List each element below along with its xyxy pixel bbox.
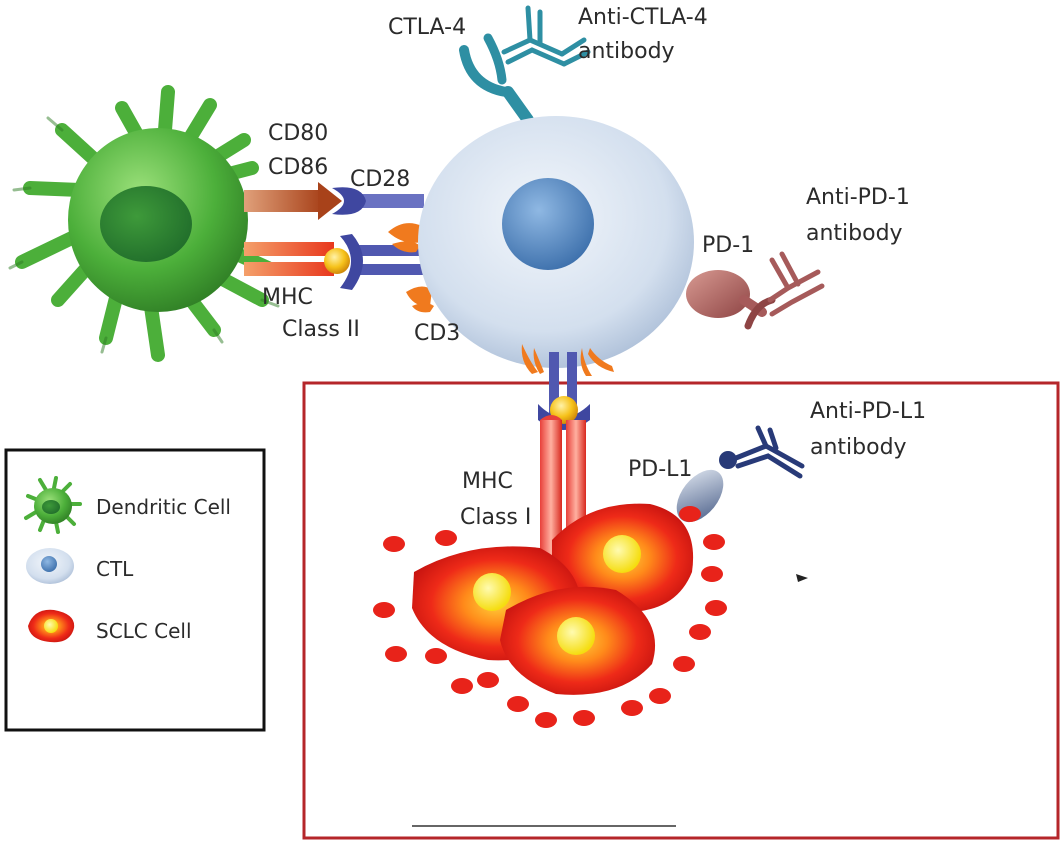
dendritic-nucleus [100, 186, 192, 262]
label-ctla4: CTLA-4 [388, 15, 466, 40]
legend-label-ctl: CTL [96, 557, 134, 581]
label-anti-pdl1-line2: antibody [810, 435, 907, 460]
cd3-bottom [521, 344, 614, 376]
cd28-receptor [332, 187, 424, 215]
label-cd86: CD86 [268, 155, 328, 180]
anti-pd1-antibody [767, 251, 825, 317]
ctl-icon [26, 548, 74, 584]
label-cd80: CD80 [268, 121, 328, 146]
cd3-left [388, 223, 434, 313]
label-anti-ctla4-line2: antibody [578, 39, 675, 64]
mhc-class-ii [244, 242, 334, 276]
cd80-cd86-ligand [244, 182, 342, 220]
dendritic-cell-icon [24, 476, 82, 534]
label-anti-pd1-line2: antibody [806, 221, 903, 246]
sclc-satellite-cells [373, 506, 727, 728]
mhc-class-i [540, 415, 586, 560]
label-pd1: PD-1 [702, 233, 754, 258]
label-anti-pdl1-line1: Anti-PD-L1 [810, 399, 926, 424]
pd1-receptor [686, 270, 776, 330]
label-mhc2-line2: Class II [282, 317, 360, 342]
antigen-peptide-ii [324, 248, 350, 274]
label-mhc2-line1: MHC [262, 285, 313, 310]
label-anti-pd1-line1: Anti-PD-1 [806, 185, 910, 210]
small-mark [796, 574, 808, 582]
tumor-region-frame [302, 381, 1060, 840]
sclc-cell-icon [28, 609, 75, 643]
dendritic-cell [8, 85, 280, 362]
label-mhc1-line2: Class I [460, 505, 531, 530]
anti-ctla4-antibody [501, 5, 591, 67]
sclc-cell-cluster [412, 503, 694, 695]
label-cd3: CD3 [414, 321, 460, 346]
label-anti-ctla4-line1: Anti-CTLA-4 [578, 5, 708, 30]
anti-pdl1-antibody [733, 425, 805, 479]
ctl-nucleus [502, 178, 594, 270]
tcr-receptor-ii [340, 234, 426, 290]
legend: Dendritic Cell CTL SCLC Cell [4, 448, 266, 732]
label-pdl1: PD-L1 [628, 457, 692, 482]
legend-label-dendritic: Dendritic Cell [96, 495, 231, 519]
legend-label-sclc: SCLC Cell [96, 619, 192, 643]
ctla4-receptor [459, 33, 534, 126]
label-mhc1-line1: MHC [462, 469, 513, 494]
label-cd28: CD28 [350, 167, 410, 192]
